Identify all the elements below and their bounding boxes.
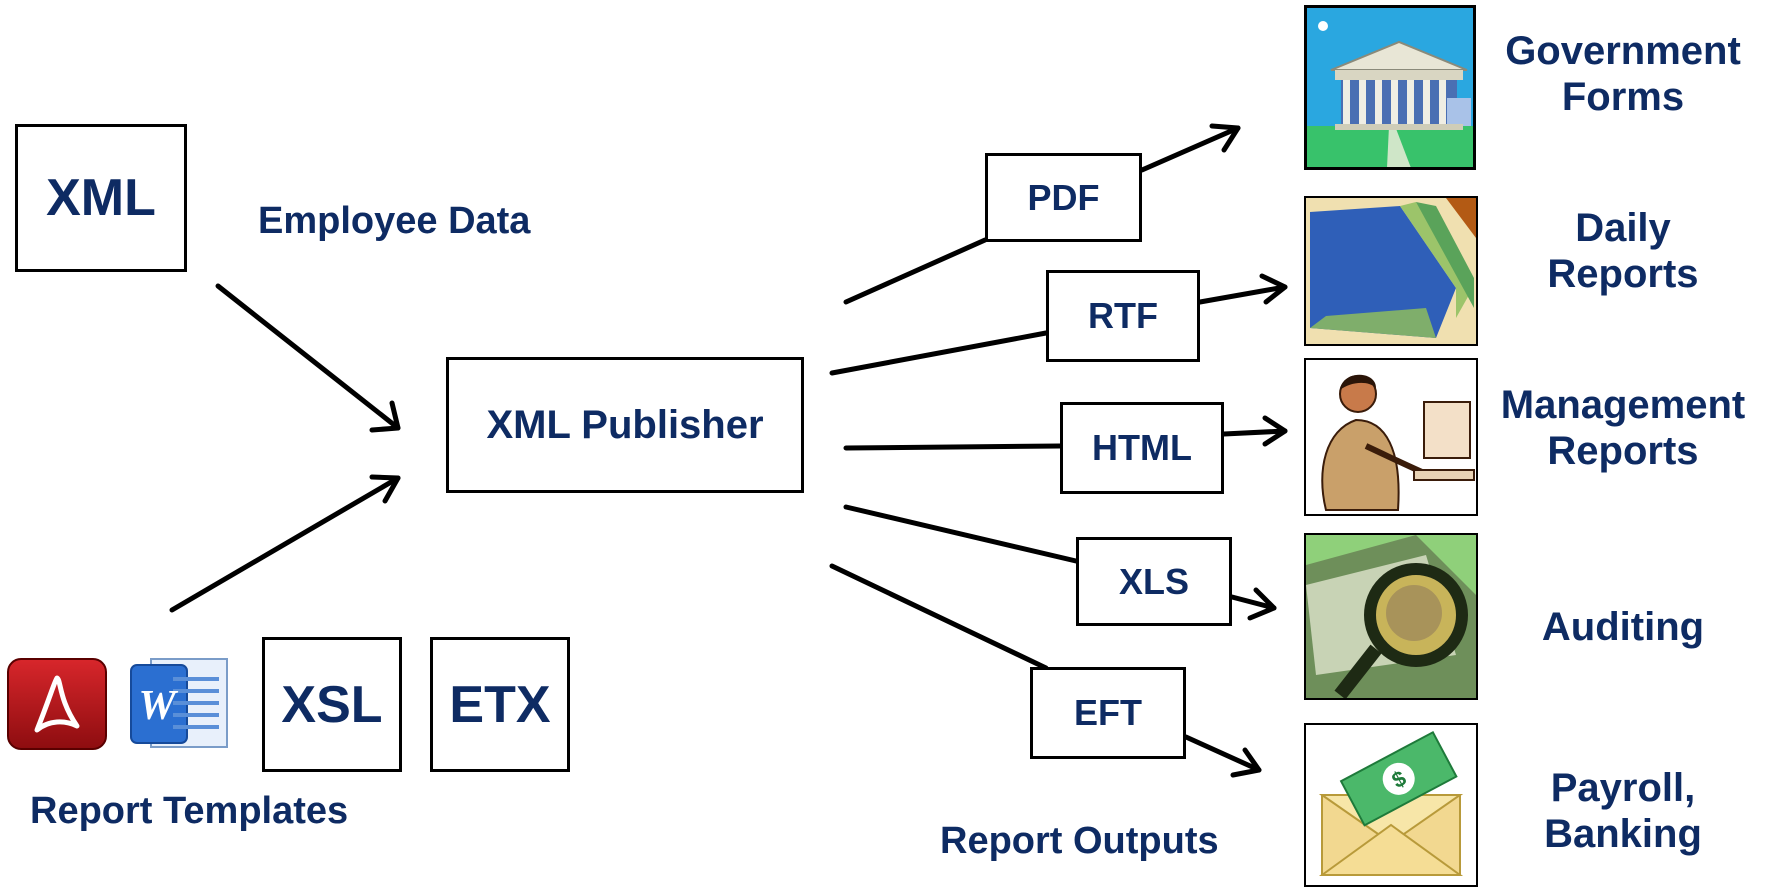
output-label-government-forms: Government Forms <box>1488 28 1758 120</box>
report-outputs-label: Report Outputs <box>940 820 1219 862</box>
output-label-management-reports: Management Reports <box>1480 382 1766 474</box>
file-folders-icon <box>1304 196 1478 346</box>
output-label-line1: Government <box>1505 29 1741 73</box>
word-document-icon: W <box>127 655 231 751</box>
businessman-computer-icon <box>1304 358 1478 516</box>
report-templates-label: Report Templates <box>30 790 349 832</box>
output-label-line2: Banking <box>1544 812 1702 856</box>
format-label: PDF <box>1027 176 1100 218</box>
word-icon-letter: W <box>138 683 178 729</box>
format-label: RTF <box>1088 295 1158 336</box>
xml-publisher-box: XML Publisher <box>446 357 804 493</box>
output-label-line1: Management <box>1500 383 1746 427</box>
xml-publisher-label: XML Publisher <box>486 402 764 447</box>
output-label-line1: Payroll, <box>1550 766 1696 810</box>
format-box-rtf: RTF <box>1046 270 1200 362</box>
format-box-eft: EFT <box>1030 667 1186 759</box>
government-building-icon <box>1304 5 1476 170</box>
format-box-html: HTML <box>1060 402 1224 494</box>
money-envelope-icon: $ <box>1304 723 1478 887</box>
xml-box: XML <box>15 124 187 272</box>
arrow-xml-to-publisher <box>215 283 401 431</box>
format-box-pdf: PDF <box>985 153 1142 242</box>
employee-data-label: Employee Data <box>258 200 531 242</box>
format-box-xls: XLS <box>1076 537 1232 626</box>
output-label-line2: Reports <box>1547 429 1699 473</box>
xsl-box-label: XSL <box>281 675 383 734</box>
format-label: EFT <box>1074 692 1142 733</box>
xsl-box: XSL <box>262 637 402 772</box>
etx-box-label: ETX <box>449 675 551 734</box>
output-label-line1: Daily <box>1575 206 1671 250</box>
arrow-templates-to-publisher <box>169 475 401 613</box>
format-label: XLS <box>1118 560 1189 602</box>
xml-box-label: XML <box>46 169 156 227</box>
output-label-payroll-banking: Payroll, Banking <box>1488 765 1758 857</box>
output-label-line2: Forms <box>1561 75 1685 119</box>
format-label: HTML <box>1092 427 1192 468</box>
adobe-acrobat-icon <box>7 658 107 750</box>
output-label-line2: Reports <box>1547 252 1699 296</box>
output-label-line1: Auditing <box>1541 605 1705 649</box>
output-label-auditing: Auditing <box>1488 604 1758 650</box>
magnifier-money-icon <box>1304 533 1478 700</box>
output-label-daily-reports: Daily Reports <box>1488 205 1758 297</box>
etx-box: ETX <box>430 637 570 772</box>
